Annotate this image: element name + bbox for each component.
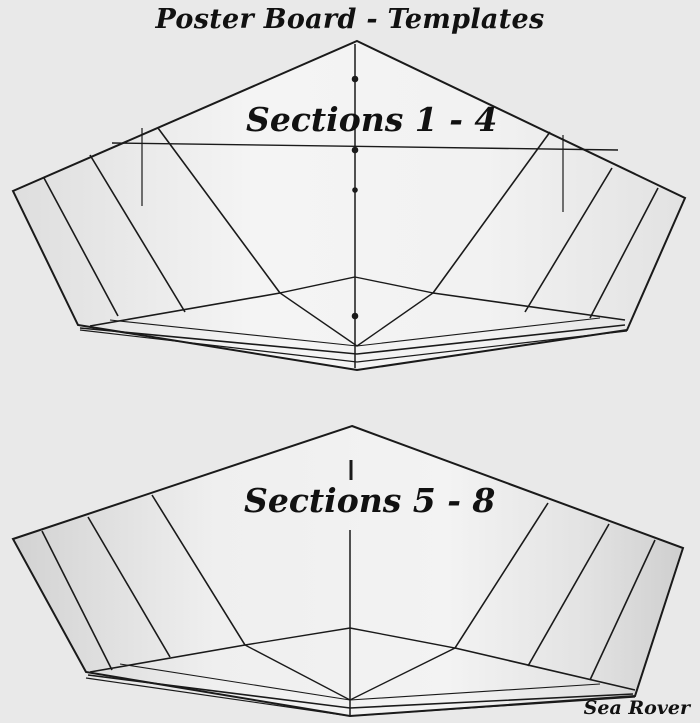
credit-signature: Sea Rover (583, 697, 690, 719)
template-label-sections-1-4: Sections 1 - 4 (246, 100, 498, 139)
template-sections-1-4 (11, 39, 687, 372)
poster-title: Poster Board - Templates (155, 4, 545, 35)
template-sections-5-8 (11, 424, 685, 718)
template-label-sections-5-8: Sections 5 - 8 (244, 481, 496, 520)
